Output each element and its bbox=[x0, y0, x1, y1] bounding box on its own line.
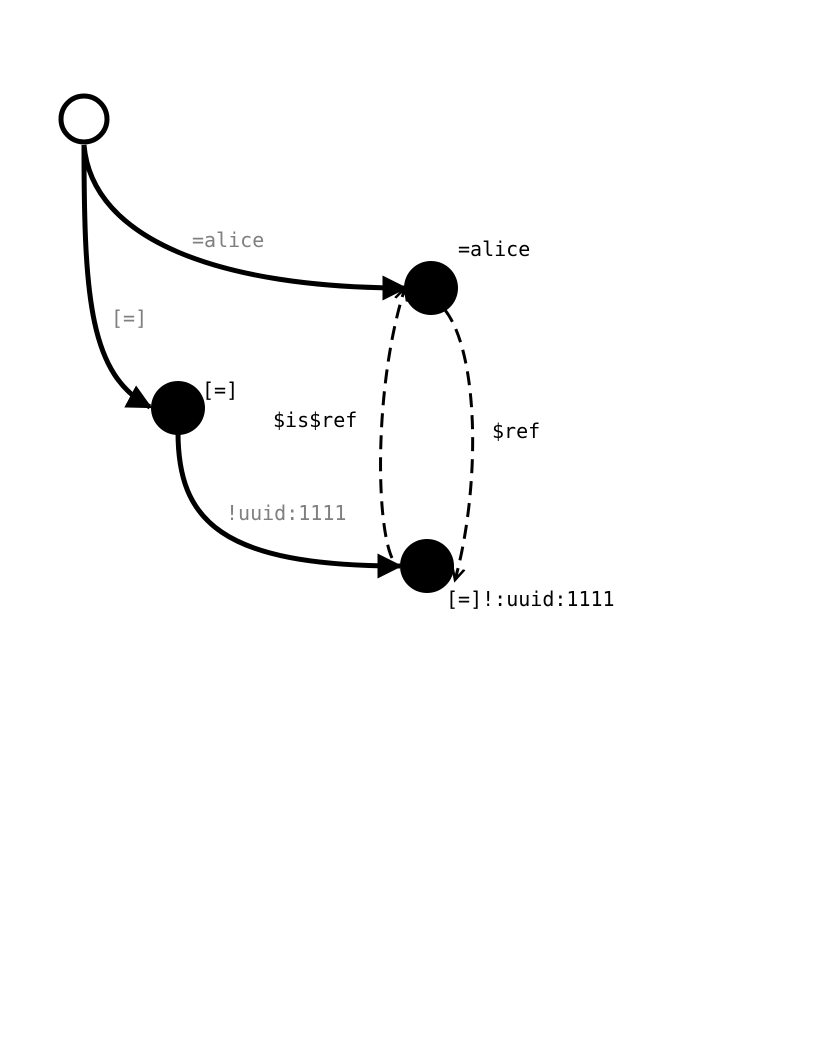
edge-root-to-alice bbox=[81, 144, 408, 301]
list-node bbox=[151, 381, 205, 435]
edge-list-to-uuid bbox=[175, 431, 403, 579]
node-label-list: [=] bbox=[202, 378, 238, 402]
edge-uuid-to-alice bbox=[379, 288, 405, 559]
node-label-uuid: [=]!:uuid:1111 bbox=[446, 587, 615, 611]
edge-label-root-to-alice: =alice bbox=[192, 228, 264, 252]
edge-label-list-to-uuid: !uuid:1111 bbox=[226, 501, 346, 525]
edge-label-root-to-list: [=] bbox=[111, 306, 147, 330]
edge-label-alice-to-uuid: $ref bbox=[492, 419, 540, 443]
edge-root-to-list bbox=[81, 144, 153, 410]
uuid-node bbox=[400, 539, 454, 593]
edge-alice-to-uuid bbox=[443, 309, 475, 580]
alice-node bbox=[404, 261, 458, 315]
edge-label-uuid-to-alice: $is$ref bbox=[273, 408, 357, 432]
root-node bbox=[58, 93, 110, 145]
node-label-alice: =alice bbox=[458, 237, 530, 261]
